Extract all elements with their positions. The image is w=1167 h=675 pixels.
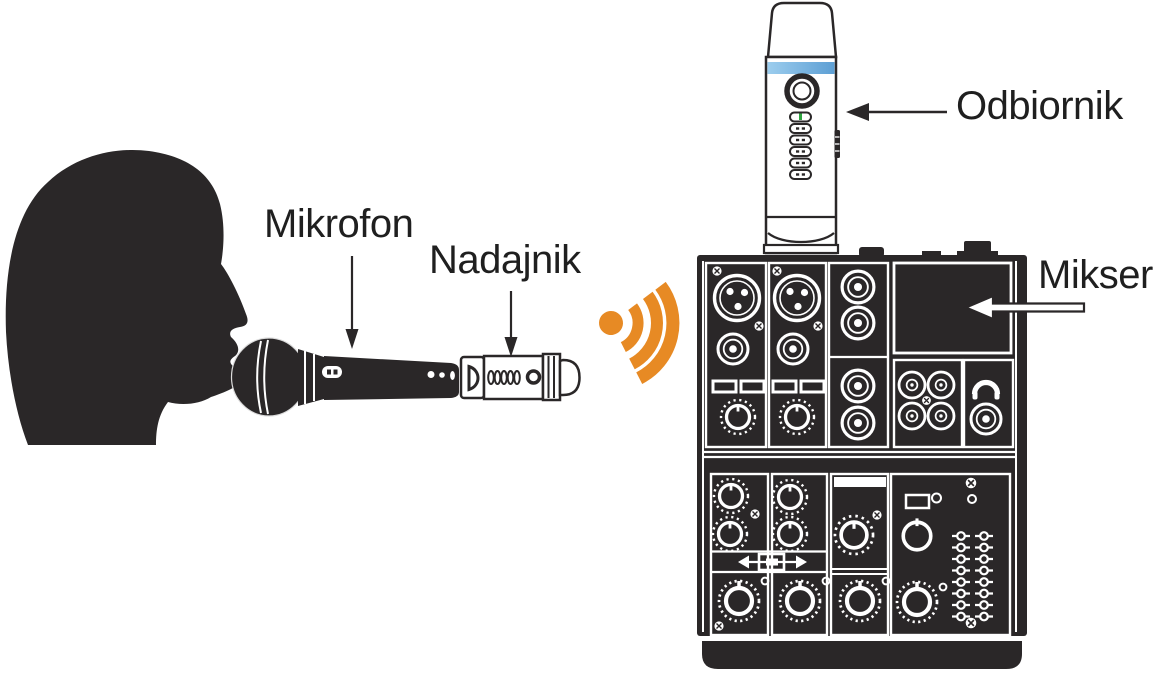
power-connector — [904, 493, 931, 510]
screw-icon — [964, 476, 978, 490]
switch-1a — [711, 379, 738, 394]
label-odbiornik: Odbiornik — [956, 84, 1123, 128]
pan-slider — [711, 550, 827, 574]
pan-slider-thumb — [757, 552, 786, 572]
mikrofon-arrow — [345, 256, 359, 349]
mic-power-switch — [322, 366, 342, 378]
label-mikser: Mikser — [1038, 253, 1153, 297]
mic-indicator-dot — [427, 371, 435, 378]
stereo-input-strip — [827, 261, 890, 449]
aux-strip — [829, 472, 890, 637]
screw-icon — [713, 620, 725, 632]
aux-label-strip — [834, 477, 886, 487]
mic-grille-line — [256, 340, 262, 414]
screw-icon — [812, 320, 824, 332]
channel-2-strip — [767, 261, 828, 449]
switch-2b — [799, 379, 826, 394]
receiver-blue-band — [767, 62, 835, 74]
transmitter-icon — [459, 352, 581, 402]
mic-indicator-slot — [450, 371, 455, 380]
speaker-head-icon — [5, 149, 248, 445]
mic-grille-line — [263, 339, 269, 415]
receiver-button-power — [789, 111, 812, 123]
receiver-icon — [762, 1, 840, 255]
label-nadajnik: Nadajnik — [429, 238, 581, 282]
channel-1-strip — [704, 261, 768, 449]
mic-handle — [324, 356, 459, 400]
receiver-side-clip — [834, 130, 840, 158]
switch-1b — [739, 379, 766, 394]
odbiornik-arrow — [846, 103, 947, 121]
receiver-button — [789, 134, 812, 146]
receiver-base — [762, 243, 840, 255]
rca-output-panel — [892, 358, 964, 449]
label-mikrofon: Mikrofon — [264, 202, 414, 246]
transmitter-tip — [558, 358, 581, 397]
mic-indicator-dot — [439, 372, 445, 378]
screw-icon — [749, 508, 761, 520]
headphone-output-panel — [962, 358, 1015, 449]
receiver-button — [789, 169, 812, 180]
screw-icon — [921, 395, 932, 406]
screw-icon — [711, 265, 723, 277]
mixer-base — [702, 641, 1022, 669]
mixer-icon — [697, 241, 1027, 669]
receiver-top-cap — [766, 1, 838, 59]
nadajnik-arrow — [504, 291, 518, 357]
screw-icon — [964, 616, 978, 630]
microphone-icon — [230, 337, 459, 417]
screw-icon — [753, 320, 765, 332]
switch-2a — [771, 379, 798, 394]
screw-icon — [771, 265, 783, 277]
master-panel — [889, 472, 1012, 637]
receiver-button — [789, 146, 812, 157]
headphone-icon — [971, 379, 1001, 395]
receiver-button — [789, 157, 812, 169]
receiver-button — [789, 123, 812, 134]
mikser-arrow — [963, 294, 1086, 321]
transmitter-ring — [525, 369, 542, 385]
screw-icon — [871, 509, 883, 521]
wireless-signal-icon — [599, 281, 680, 384]
